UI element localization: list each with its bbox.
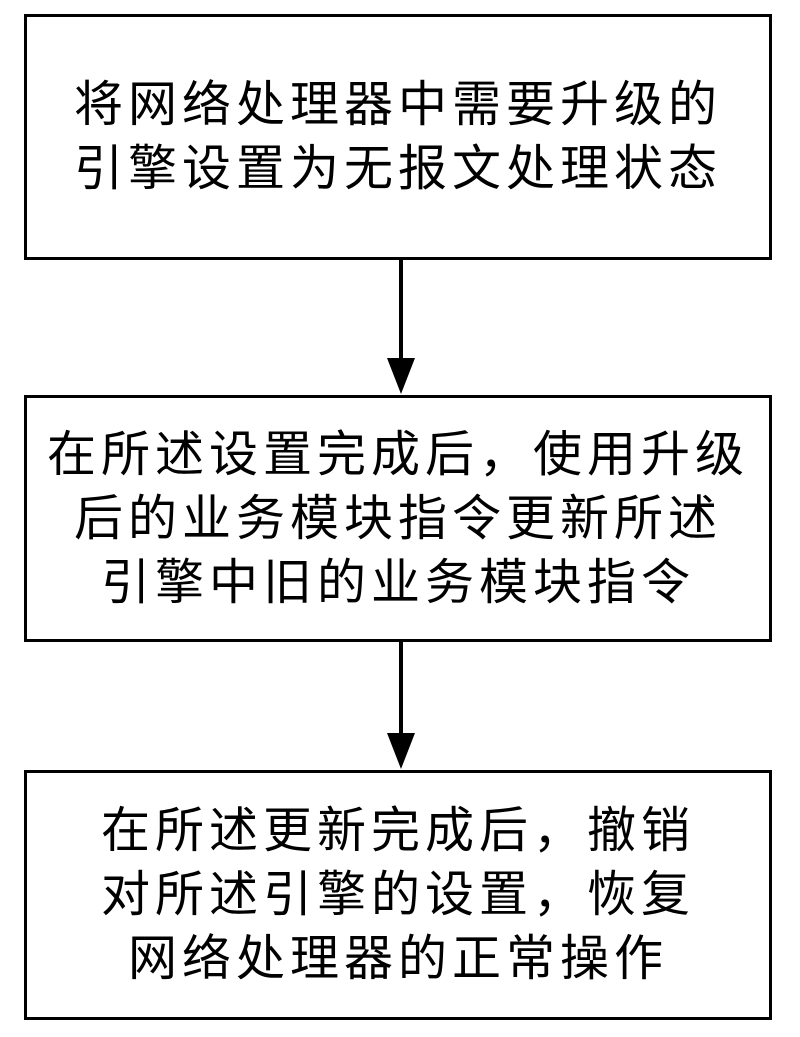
- step-1-text-line: 引擎设置为无报文处理状态: [73, 140, 722, 197]
- flow-step-1-box: 将网络处理器中需要升级的 引擎设置为无报文处理状态: [24, 14, 772, 260]
- flow-step-3-box: 在所述更新完成后，撤销 对所述引擎的设置，恢复 网络处理器的正常操作: [24, 770, 772, 1020]
- step-3-text-line: 对所述引擎的设置，恢复: [100, 866, 695, 923]
- step-2-text-line: 后的业务模块指令更新所述: [73, 489, 722, 547]
- step-3-text-line: 在所述更新完成后，撤销: [100, 802, 695, 859]
- arrow-shaft: [399, 260, 403, 360]
- down-arrow-2: [387, 642, 415, 769]
- step-2-text-line: 引擎中旧的业务模块指令: [100, 553, 695, 611]
- flow-step-2-box: 在所述设置完成后，使用升级 后的业务模块指令更新所述 引擎中旧的业务模块指令: [24, 395, 772, 642]
- step-2-text-line: 在所述设置完成后，使用升级: [46, 425, 749, 483]
- arrow-head-icon: [387, 733, 415, 769]
- arrow-head-icon: [387, 358, 415, 394]
- step-3-text-line: 网络处理器的正常操作: [127, 930, 668, 987]
- step-1-text-line: 将网络处理器中需要升级的: [73, 76, 722, 133]
- down-arrow-1: [387, 260, 415, 394]
- arrow-shaft: [399, 642, 403, 735]
